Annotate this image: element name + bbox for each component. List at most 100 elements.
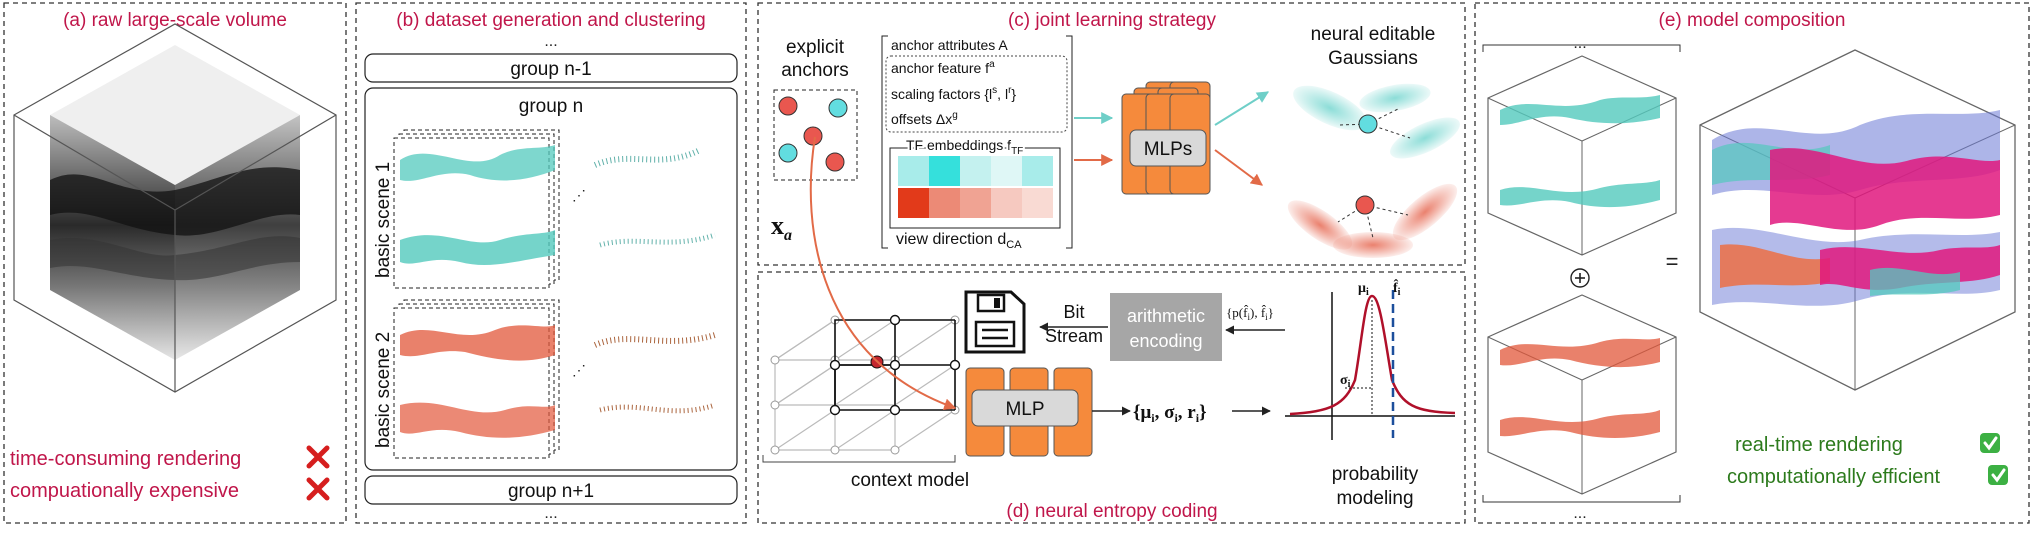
prob-label-1: probability — [1332, 464, 1419, 485]
mlp-output: {μi, σi, ri} — [1133, 402, 1207, 425]
neural-gaussians-label-1: neural editable — [1311, 24, 1436, 45]
dots-scene-1: ⋰ — [572, 187, 586, 203]
tf-embedding-cell — [960, 188, 991, 218]
tf-embedding-cell — [929, 188, 960, 218]
attr-scaling: scaling factors {ls, lr} — [891, 85, 1016, 102]
arithmetic-label-2: encoding — [1129, 331, 1202, 351]
panel-c: (c) joint learning strategy explicit anc… — [757, 2, 1466, 266]
tf-embedding-cell — [898, 188, 929, 218]
check-icon — [1980, 433, 2000, 453]
context-grid — [774, 319, 956, 451]
anchor-point — [803, 126, 823, 146]
panel-d: context model Bit Stream arithmetic enco… — [757, 136, 1466, 524]
arrow-to-red — [1214, 149, 1263, 186]
basic-scene-1: basic scene 1 — [373, 129, 560, 289]
probability-plot: μi f̂i σi — [1285, 278, 1456, 440]
tf-label: TF embeddings fTF — [906, 137, 1023, 157]
anchor-point — [828, 98, 848, 118]
attr-bracket — [1066, 35, 1073, 249]
scene-2-label: basic scene 2 — [373, 332, 394, 448]
benefit-efficient: computationally efficient — [1727, 466, 1941, 488]
raw-volume-cube — [13, 23, 337, 393]
explicit-anchors-label-1: explicit — [786, 37, 845, 58]
cross-icon — [306, 477, 330, 501]
panel-a-title: (a) raw large-scale volume — [63, 10, 287, 31]
equals-symbol: = — [1666, 249, 1679, 274]
tf-bracket-box — [889, 147, 1061, 229]
panel-c-title: (c) joint learning strategy — [1008, 10, 1217, 31]
panel-e: (e) model composition ... + ... — [1474, 2, 2030, 524]
group-next-label: group n+1 — [508, 481, 594, 502]
save-icon — [964, 290, 1026, 354]
attr-feature: anchor feature fa — [891, 59, 995, 76]
dots-top: ... — [544, 33, 557, 50]
panel-c-frame — [757, 2, 1466, 266]
dots-bottom: ... — [544, 505, 557, 522]
f-hat-label: f̂i — [1393, 278, 1401, 298]
plus-symbol: + — [1580, 283, 1581, 285]
stack-bracket-bottom — [1482, 495, 1681, 503]
group-next-box — [364, 475, 738, 505]
red-gaussians — [1287, 183, 1458, 258]
orange-cube — [1487, 294, 1677, 495]
bit-stream-label-1: Bit — [1063, 302, 1084, 322]
params-label: {p(f̂i), f̂i} — [1226, 305, 1274, 322]
composite-cube — [1699, 49, 2016, 391]
group-cur-label: group n — [519, 96, 583, 117]
arithmetic-label-1: arithmetic — [1127, 306, 1205, 326]
panel-e-title: (e) model composition — [1659, 10, 1846, 31]
context-grid-nodes — [770, 315, 960, 455]
tf-embedding-cell — [991, 188, 1022, 218]
mu-label: μi — [1358, 281, 1369, 298]
attr-offsets: offsets Δxg — [891, 110, 958, 127]
tf-embedding-cell — [960, 156, 991, 186]
panel-b-title: (b) dataset generation and clustering — [396, 10, 705, 31]
panel-b: (b) dataset generation and clustering ..… — [355, 2, 747, 524]
stack-bracket-top — [1482, 44, 1681, 52]
plus-circle-icon — [1570, 268, 1590, 288]
context-model-label: context model — [851, 470, 969, 491]
dots-e-top: ... — [1573, 35, 1586, 52]
tf-embedding-cell — [991, 156, 1022, 186]
dots-e-bottom: ... — [1573, 505, 1586, 522]
tf-embedding-cell — [898, 156, 929, 186]
anchor-point — [825, 152, 845, 172]
issue-expensive: compuationally expensive — [10, 480, 239, 502]
attr-group-box — [885, 55, 1068, 133]
mlps-label: MLPs — [1144, 139, 1193, 160]
anchor-point — [778, 143, 798, 163]
bit-stream-label-2: Stream — [1045, 326, 1103, 346]
mlp-block: MLP — [965, 367, 1093, 457]
arithmetic-encoding-box — [1110, 293, 1222, 361]
panel-a: (a) raw large-scale volume time-consumin… — [3, 2, 347, 524]
scene-1-label: basic scene 1 — [373, 162, 394, 278]
explicit-anchors-label-2: anchors — [781, 60, 849, 81]
context-cube-nodes — [829, 314, 961, 416]
benefit-rendering: real-time rendering — [1735, 434, 1903, 456]
teal-gaussians — [1293, 83, 1460, 159]
check-icon — [1988, 465, 2008, 485]
panel-b-frame — [355, 2, 747, 524]
anchor-to-mlp-curve — [809, 136, 957, 411]
scene-2-points — [593, 332, 716, 414]
panel-a-frame — [3, 2, 347, 524]
view-direction-label: view direction dCA — [896, 231, 1022, 251]
dots-scene-2: ⋰ — [572, 362, 586, 378]
tf-embedding-cell — [1022, 188, 1053, 218]
tf-embedding-grid — [898, 156, 1053, 218]
neural-gaussians-label-2: Gaussians — [1328, 48, 1418, 69]
mlp-label: MLP — [1005, 399, 1044, 420]
anchor-point — [778, 96, 798, 116]
arrow-to-teal — [1214, 91, 1270, 126]
attr-bracket — [881, 35, 888, 249]
context-bracket — [762, 455, 956, 463]
mlps-stack: MLPs — [1121, 81, 1211, 195]
teal-cube — [1487, 55, 1677, 256]
prob-label-2: modeling — [1336, 488, 1413, 509]
basic-scene-2: basic scene 2 — [373, 299, 560, 459]
attr-header: anchor attributes A — [891, 37, 1008, 53]
panel-d-title: (d) neural entropy coding — [1006, 501, 1217, 522]
panel-e-frame — [1474, 2, 2030, 524]
group-prev-label: group n-1 — [510, 59, 591, 80]
issue-rendering: time-consuming rendering — [10, 448, 241, 470]
